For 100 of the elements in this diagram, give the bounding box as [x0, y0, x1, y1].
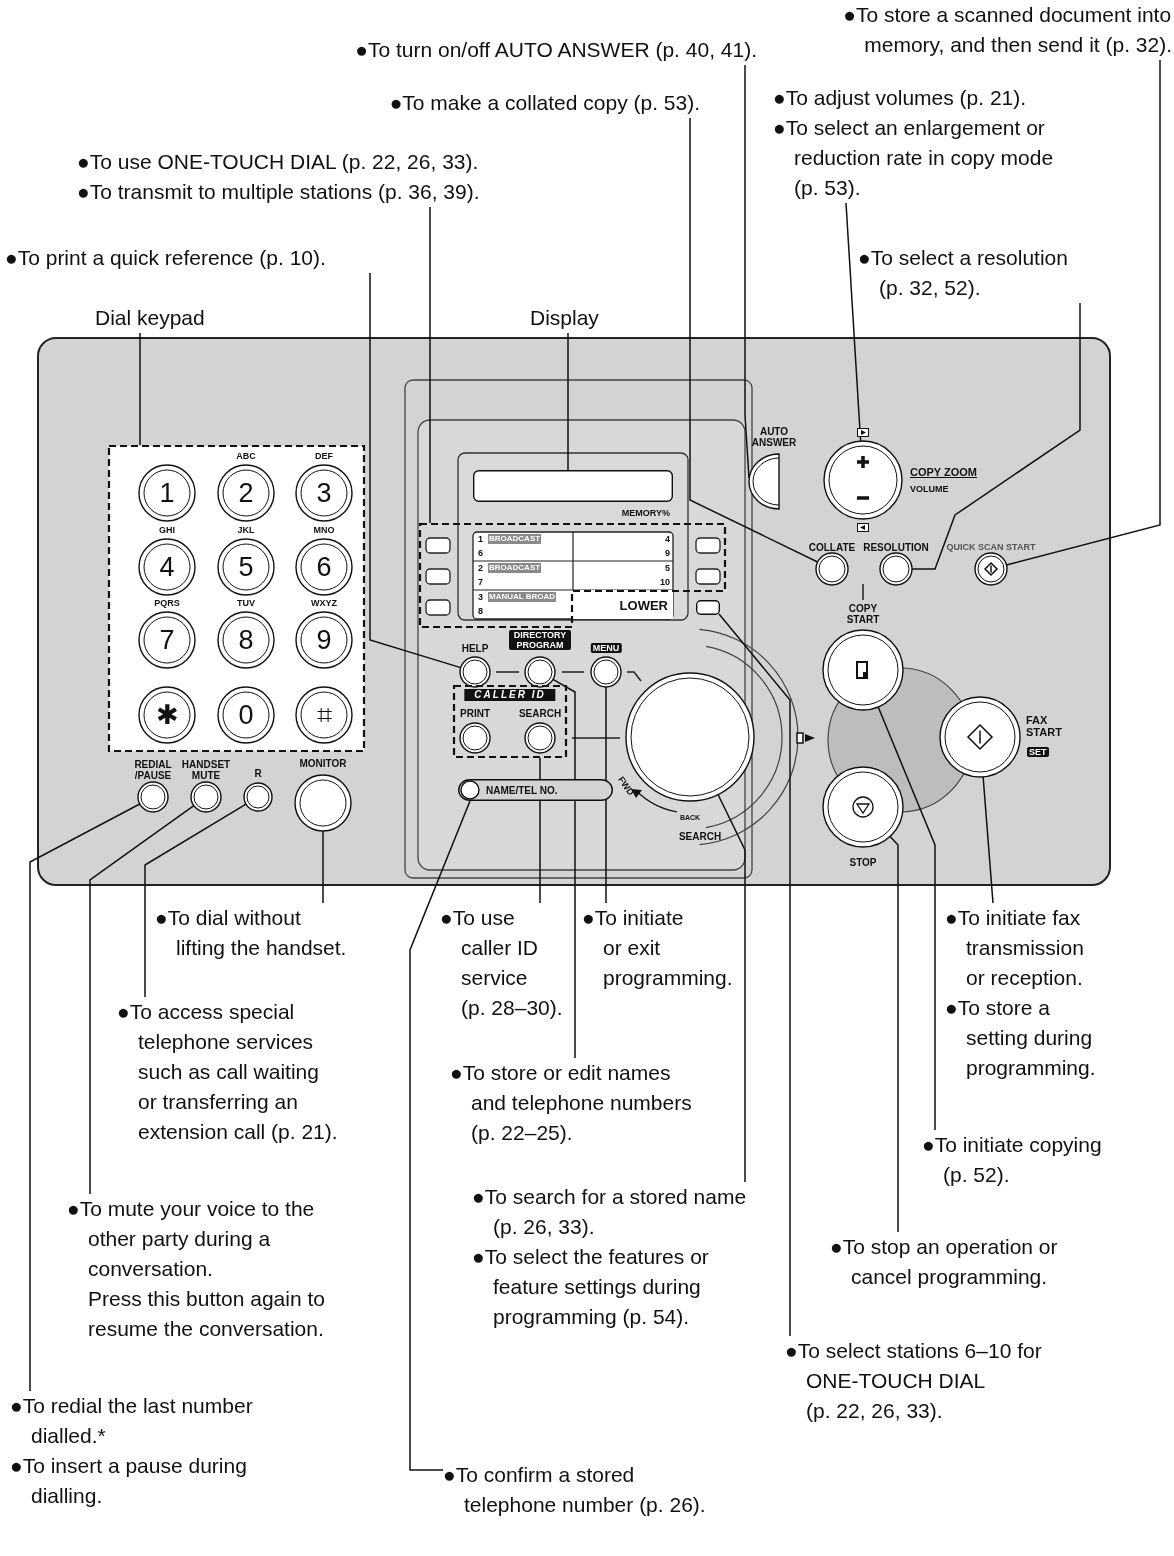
button-label: SEARCH [678, 830, 722, 842]
button-label: HANDSET MUTE [180, 759, 232, 781]
key-label: ✱ [155, 700, 179, 730]
callout-text: ●To store a scanned document into memory, and then send it (p. 32). [843, 2, 1172, 58]
callout-text: ●To select stations 6–10 for ONE-TOUCH DIAL (p. 22, 26, 33). [785, 1338, 1042, 1424]
button-label: AUTO ANSWER [750, 426, 798, 448]
button-label: STOP [849, 856, 877, 868]
button-label: SET [1027, 747, 1049, 757]
leader-line [605, 686, 607, 904]
key-label: 0 [238, 700, 254, 730]
callout-text: ●To redial the last number dialled.* [10, 1393, 253, 1449]
station-number: 1 [478, 534, 483, 544]
key-label: 5 [238, 552, 254, 582]
button-label: QUICK SCAN START [946, 542, 1036, 552]
button-label: SEARCH [518, 707, 562, 719]
button-label: REDIAL /PAUSE [133, 759, 173, 781]
button-label: COPY START [845, 603, 881, 625]
key-label: 9 [316, 625, 332, 655]
callout-text: ●To insert a pause during dialling. [10, 1453, 248, 1509]
key-label: 3 [316, 478, 332, 508]
key-label: 6 [316, 552, 332, 582]
button-label: COLLATE [808, 541, 856, 553]
station-number: 6 [478, 548, 483, 558]
station-number: 9 [665, 548, 670, 558]
button-label: NAME/TEL NO. [486, 784, 558, 796]
panel-label: MEMORY% [621, 508, 670, 518]
station-number: 10 [660, 577, 670, 587]
group-title: CALLER ID [464, 689, 556, 701]
callout-text: ●To make a collated copy (p. 53). [389, 90, 700, 116]
callout-text: ●To select an enlargement or reduction rate in copy mode (p. 53). [773, 115, 1054, 201]
part-label: Display [530, 305, 599, 331]
key-letters: GHI [159, 525, 175, 535]
key-label: 7 [159, 625, 175, 655]
leader-line [1005, 59, 1161, 566]
callout-text: ●To mute your voice to the other party during a conversation. [67, 1196, 316, 1282]
button-label: MONITOR [299, 757, 347, 769]
callout-text: ●To stop an operation or cancel programming. [830, 1234, 1058, 1290]
callout-text: ●To initiate fax transmission or reception. [945, 905, 1085, 991]
station-number: 8 [478, 606, 483, 616]
key-label: 8 [238, 625, 254, 655]
key-letters: MNO [313, 525, 335, 535]
callout-text: ●To select the features or feature settings during programming (p. 54). [472, 1244, 710, 1330]
leader-line [718, 613, 791, 1337]
leader-line [845, 202, 862, 442]
callout-text: ●To initiate copying (p. 52). [922, 1132, 1102, 1188]
key-letters: PQRS [154, 598, 180, 608]
leader-line [889, 835, 899, 1233]
key-label: ⌗ [316, 700, 332, 730]
leader-line [29, 803, 141, 1392]
station-label: BROADCAST [488, 534, 542, 544]
callout-text: ●To confirm a stored telephone number (p. 26). [443, 1462, 706, 1518]
leader-line [369, 272, 462, 669]
button-label: FAX START [1026, 714, 1063, 738]
station-label: LOWER [619, 597, 668, 613]
button-label: PRINT [460, 707, 490, 719]
button-label: MENU [590, 643, 622, 653]
leader-line [552, 678, 576, 1059]
key-label: 4 [159, 552, 175, 582]
callout-text: Press this button again to resume the conversation. [87, 1286, 325, 1342]
station-number: 5 [665, 563, 670, 573]
leader-line [409, 800, 471, 1471]
station-number: 7 [478, 577, 483, 587]
callout-text: ●To adjust volumes (p. 21). [773, 85, 1028, 111]
button-label: COPY ZOOM [910, 466, 978, 478]
key-letters: DEF [315, 451, 333, 461]
callout-text: ●To transmit to multiple stations (p. 36, 39). [77, 179, 480, 205]
leader-line [144, 803, 247, 998]
leader-line [429, 206, 431, 524]
leader-line [689, 117, 819, 563]
button-label: R [254, 767, 262, 779]
part-label: Dial keypad [95, 305, 205, 331]
key-letters: ABC [236, 451, 256, 461]
callout-text: ●To search for a stored name (p. 26, 33). [472, 1184, 747, 1240]
leader-line [717, 793, 746, 1183]
leader-line [982, 776, 994, 904]
key-label: 2 [238, 478, 254, 508]
key-letters: TUV [237, 598, 255, 608]
callout-text: ●To store or edit names and telephone numbers (p. 22–25). [450, 1060, 692, 1146]
station-number: 3 [478, 592, 483, 602]
callout-text: ●To use ONE-TOUCH DIAL (p. 22, 26, 33). [77, 149, 480, 175]
leader-line [322, 830, 324, 904]
callout-text: ●To access special telephone services such as call waiting or transferring an extension call (p. 21). [117, 999, 338, 1145]
key-label: 1 [159, 478, 175, 508]
callout-text: ●To print a quick reference (p. 10). [5, 245, 326, 271]
button-label: VOLUME [910, 484, 949, 494]
callout-text: ●To store a setting during programming. [945, 995, 1096, 1081]
leader-line [139, 332, 141, 446]
callout-text: ●To turn on/off AUTO ANSWER (p. 40, 41). [355, 37, 757, 63]
callout-text: ●To use caller ID service (p. 28–30). [440, 905, 563, 1021]
leader-line [89, 805, 195, 1195]
station-label: BROADCAST [488, 563, 542, 573]
callout-text: ●To dial without lifting the handset. [155, 905, 347, 961]
key-letters: WXYZ [311, 598, 337, 608]
station-number: 4 [665, 534, 670, 544]
leader-line [567, 332, 569, 471]
callout-text: ●To initiate or exit programming. [582, 905, 733, 991]
station-label: MANUAL BROAD [488, 592, 557, 602]
button-label: DIRECTORY PROGRAM [509, 630, 571, 650]
key-letters: JKL [237, 525, 255, 535]
button-label: HELP [461, 642, 489, 654]
